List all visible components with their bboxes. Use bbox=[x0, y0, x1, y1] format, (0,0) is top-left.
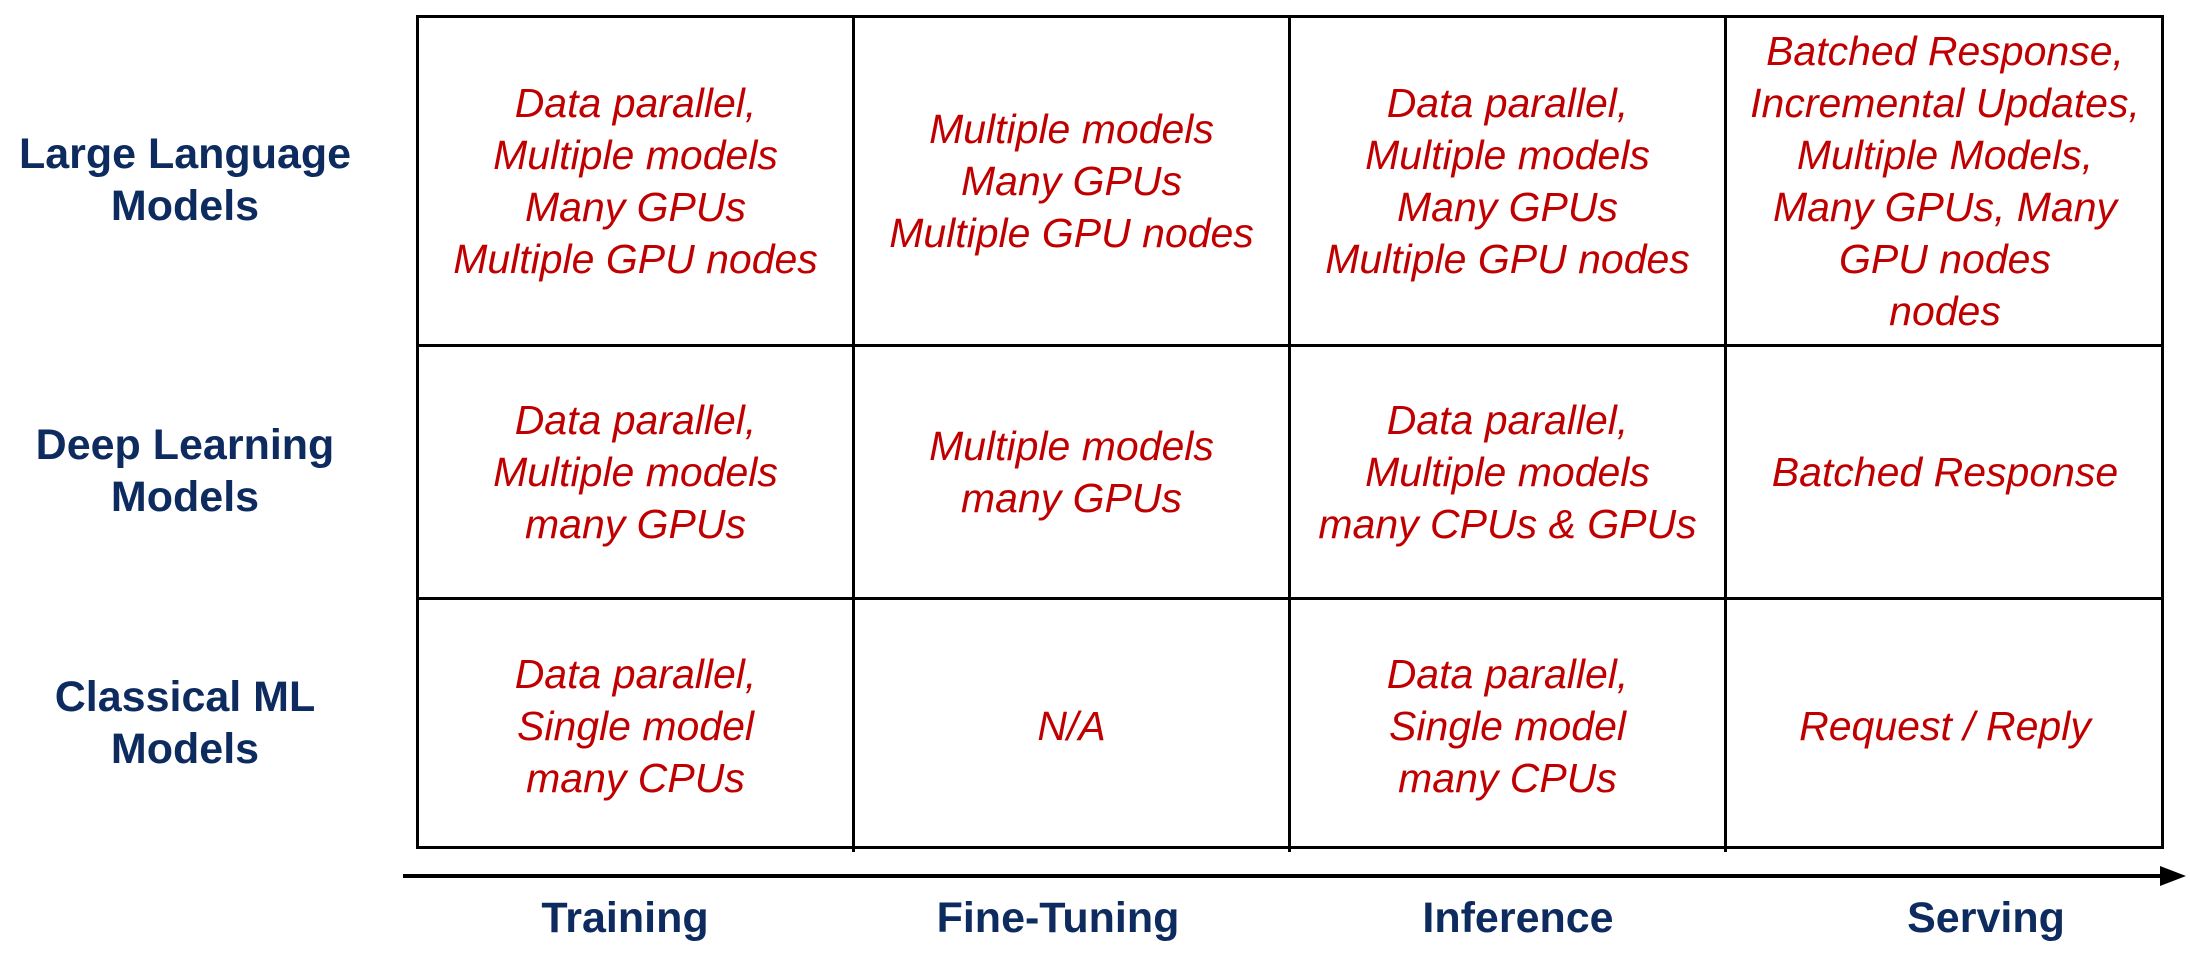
cell-line: Multiple models bbox=[929, 423, 1214, 469]
cell-line: Many GPUs bbox=[1397, 184, 1618, 230]
cell-classical-training: Data parallel, Single model many CPUs bbox=[419, 600, 855, 852]
cell-line: Data parallel, bbox=[514, 397, 757, 443]
cell-line: Many GPUs, Many bbox=[1772, 184, 2118, 230]
cell-line: Data parallel, bbox=[514, 80, 757, 126]
cell-line: Request / Reply bbox=[1799, 703, 2091, 749]
cell-line: many CPUs bbox=[1398, 755, 1617, 801]
row-label-line: Models bbox=[110, 472, 260, 521]
cell-line: Multiple models bbox=[1365, 449, 1650, 495]
cell-line: N/A bbox=[1037, 703, 1106, 749]
row-label-large-language-models: Large Language Models bbox=[0, 15, 370, 344]
cell-dl-training: Data parallel, Multiple models many GPUs bbox=[419, 347, 855, 600]
row-label-line: Models bbox=[110, 725, 260, 773]
cell-line: Multiple GPU nodes bbox=[889, 210, 1254, 256]
cell-dl-fine-tuning: Multiple models many GPUs bbox=[855, 347, 1291, 600]
cell-line: Many GPUs bbox=[961, 158, 1182, 204]
cell-llm-inference: Data parallel, Multiple models Many GPUs… bbox=[1291, 18, 1727, 347]
matrix-grid: Data parallel, Multiple models Many GPUs… bbox=[416, 15, 2164, 852]
row-label-deep-learning-models: Deep Learning Models bbox=[0, 344, 370, 597]
axis-arrow-line bbox=[403, 874, 2175, 878]
cell-line: Data parallel, bbox=[1386, 80, 1629, 126]
cell-line: Batched Response bbox=[1771, 449, 2119, 495]
cell-line: Multiple models bbox=[1365, 132, 1650, 178]
cell-line: many CPUs bbox=[526, 755, 745, 801]
row-label-line: Deep Learning bbox=[35, 420, 335, 469]
cell-llm-fine-tuning: Multiple models Many GPUs Multiple GPU n… bbox=[855, 18, 1291, 347]
cell-line: Many GPUs bbox=[525, 184, 746, 230]
column-label-serving: Serving bbox=[1907, 894, 2065, 942]
cell-dl-serving: Batched Response bbox=[1727, 347, 2163, 600]
cell-line: GPU nodes bbox=[1839, 236, 2051, 282]
cell-line: Batched Response, bbox=[1766, 28, 2124, 74]
cell-line: Multiple GPU nodes bbox=[1325, 236, 1690, 282]
cell-line: nodes bbox=[1889, 288, 2001, 334]
column-label-fine-tuning: Fine-Tuning bbox=[936, 894, 1180, 942]
cell-llm-training: Data parallel, Multiple models Many GPUs… bbox=[419, 18, 855, 347]
column-label-inference: Inference bbox=[1422, 894, 1614, 942]
row-label-classical-ml-models: Classical ML Models bbox=[0, 597, 370, 849]
row-label-line: Classical ML bbox=[54, 673, 316, 721]
cell-line: many CPUs & GPUs bbox=[1318, 501, 1697, 547]
cell-line: Data parallel, bbox=[1386, 397, 1629, 443]
cell-line: many GPUs bbox=[525, 501, 746, 547]
row-label-line: Models bbox=[110, 181, 260, 230]
column-label-training: Training bbox=[541, 894, 709, 942]
cell-line: Single model bbox=[1388, 703, 1627, 749]
cell-llm-serving: Batched Response, Incremental Updates, M… bbox=[1727, 18, 2163, 347]
cell-line: Multiple models bbox=[929, 106, 1214, 152]
cell-line: Multiple GPU nodes bbox=[453, 236, 818, 282]
cell-classical-serving: Request / Reply bbox=[1727, 600, 2163, 852]
cell-classical-inference: Data parallel, Single model many CPUs bbox=[1291, 600, 1727, 852]
cell-line: Multiple models bbox=[493, 449, 778, 495]
cell-line: Data parallel, bbox=[1386, 651, 1629, 697]
cell-line: Multiple models bbox=[493, 132, 778, 178]
cell-classical-fine-tuning: N/A bbox=[855, 600, 1291, 852]
cell-line: Single model bbox=[516, 703, 755, 749]
cell-line: Data parallel, bbox=[514, 651, 757, 697]
cell-line: Multiple Models, bbox=[1796, 132, 2094, 178]
cell-line: Incremental Updates, bbox=[1750, 80, 2140, 126]
row-label-line: Large Language bbox=[18, 129, 352, 178]
cell-line: many GPUs bbox=[961, 475, 1182, 521]
cell-dl-inference: Data parallel, Multiple models many CPUs… bbox=[1291, 347, 1727, 600]
axis-arrow-head bbox=[2160, 866, 2186, 886]
